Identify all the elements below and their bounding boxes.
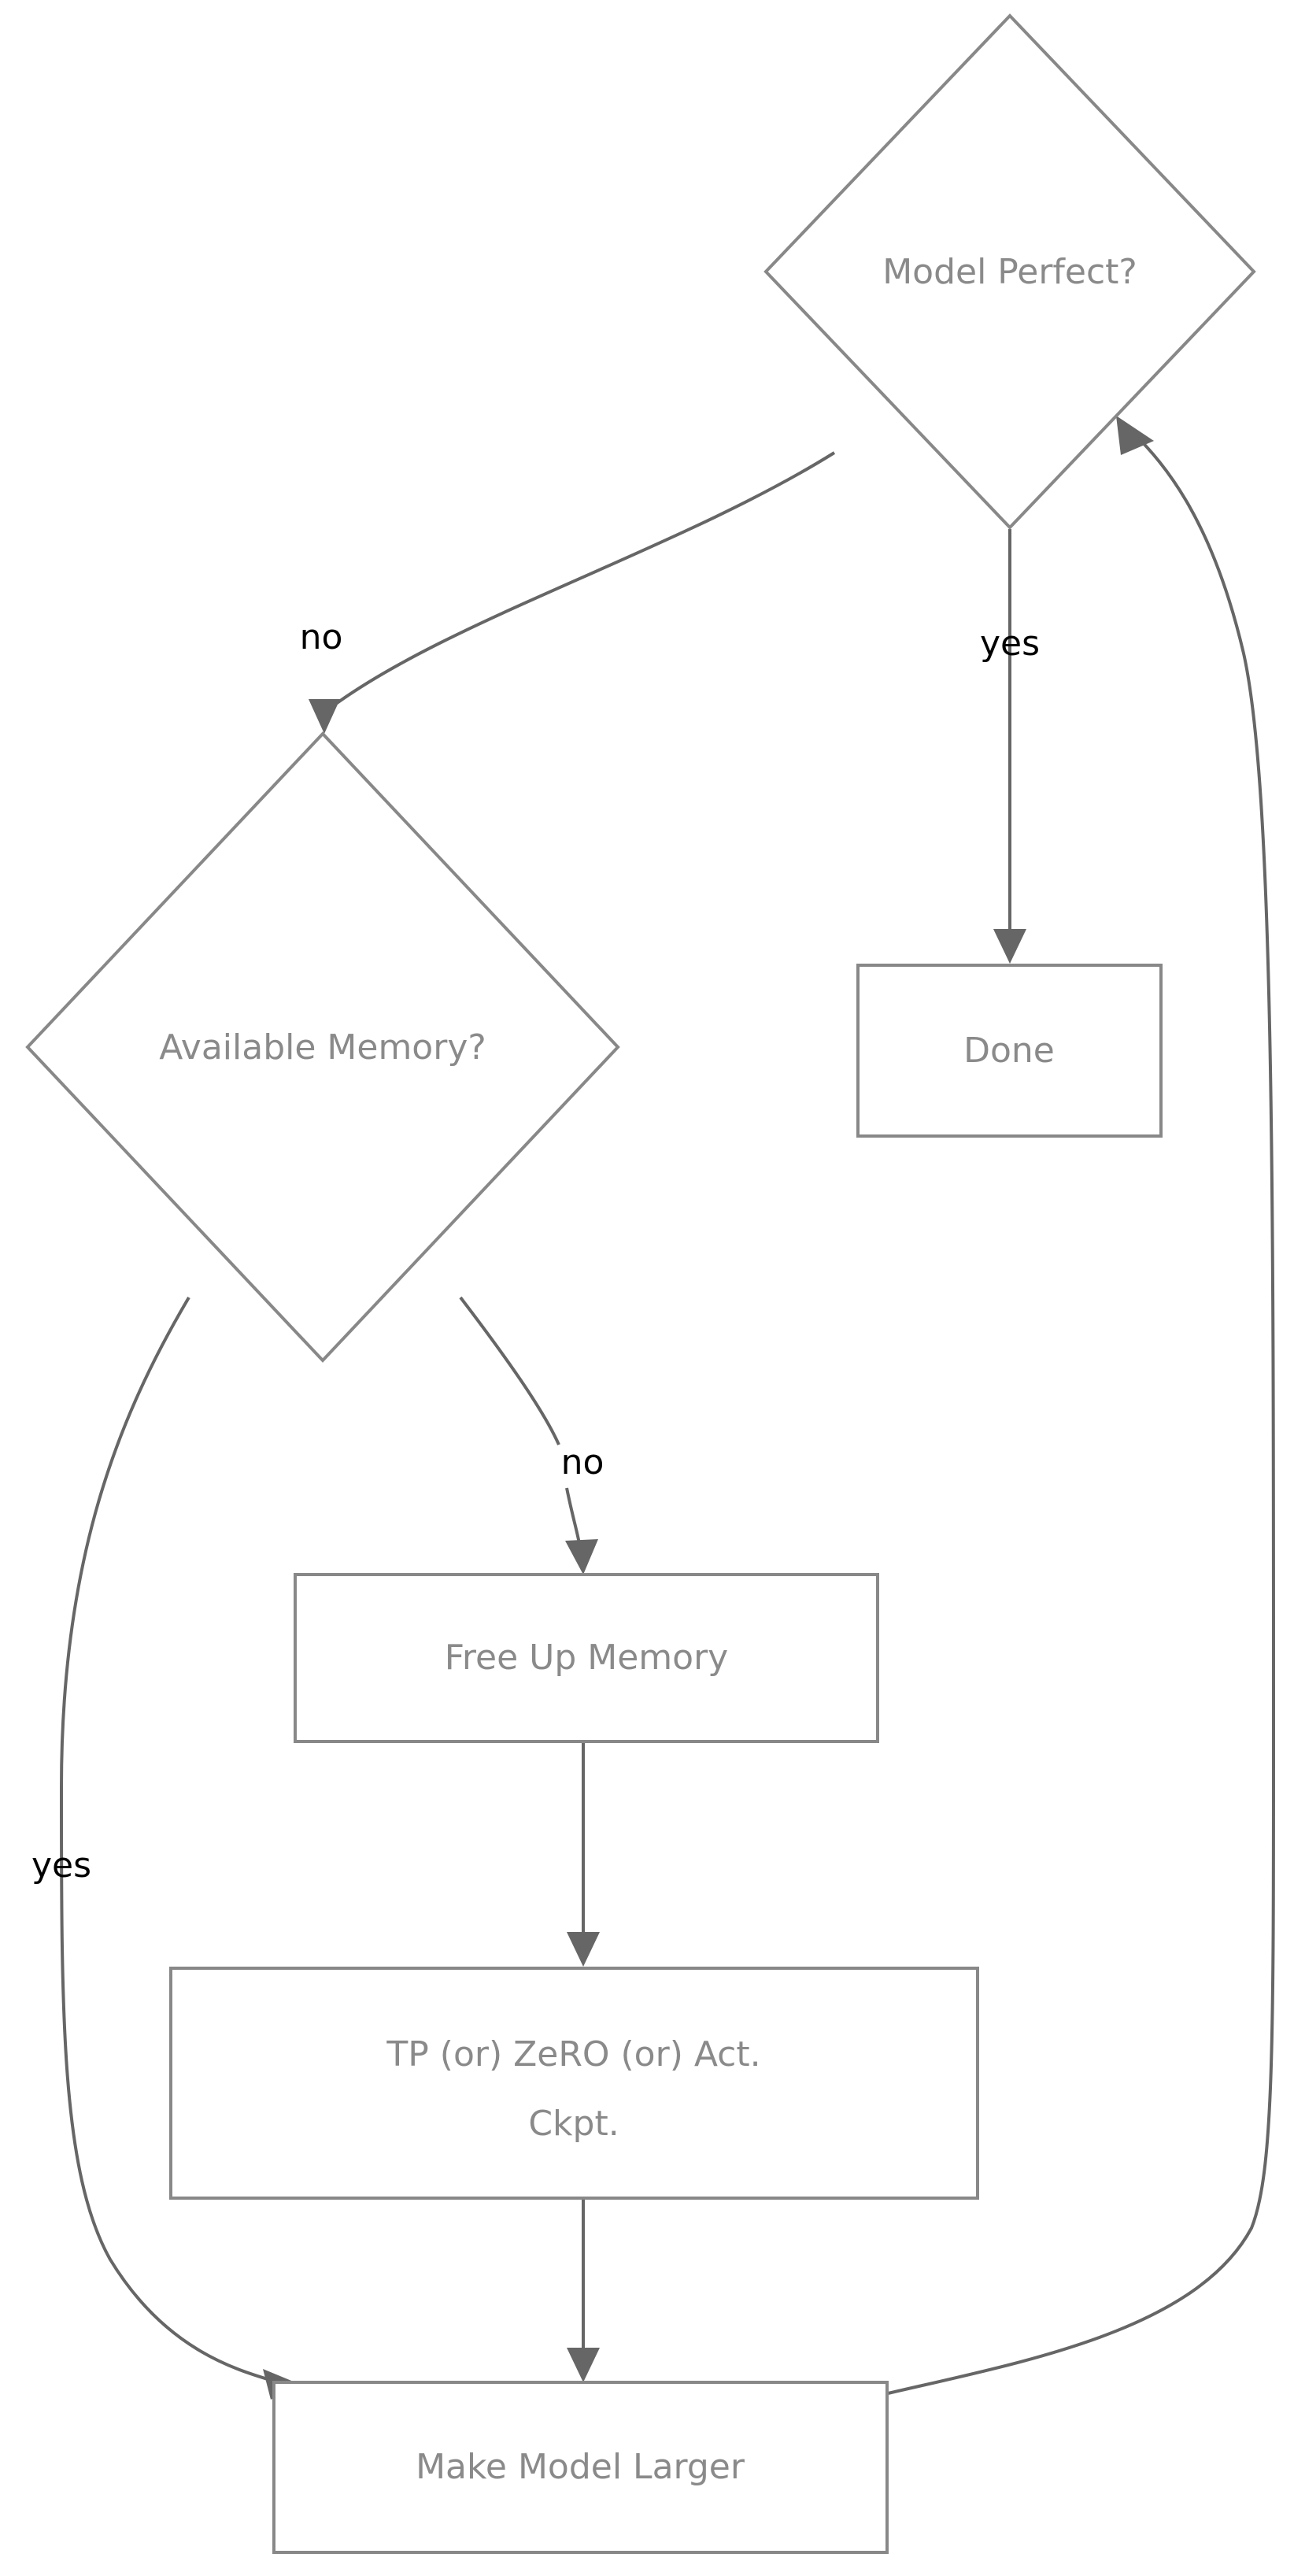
edge-available-memory-no bbox=[459, 1296, 598, 1575]
edge-available-memory-yes-line bbox=[59, 1296, 276, 2383]
edge-tp-to-larger-arrowhead bbox=[567, 2348, 600, 2382]
edge-model-perfect-no bbox=[309, 451, 836, 734]
edge-label-model-perfect-yes: yes bbox=[980, 624, 1040, 664]
edge-available-memory-no-line bbox=[459, 1296, 582, 1553]
available-memory-label: Available Memory? bbox=[159, 1027, 486, 1068]
tp-zero-act-box-shape[interactable] bbox=[169, 1967, 979, 2200]
tp-zero-act-label-line2: Ckpt. bbox=[528, 2104, 619, 2144]
make-model-larger-label: Make Model Larger bbox=[416, 2447, 745, 2487]
edge-larger-to-model-perfect-line bbox=[887, 431, 1275, 2395]
edge-available-memory-no-arrowhead bbox=[565, 1539, 598, 1575]
edge-label-available-memory-no: no bbox=[561, 1442, 604, 1482]
edge-tp-to-larger bbox=[567, 2198, 600, 2382]
edge-available-memory-yes bbox=[59, 1296, 299, 2400]
node-available-memory[interactable]: Available Memory? bbox=[25, 731, 620, 1363]
free-up-memory-label: Free Up Memory bbox=[445, 1638, 728, 1678]
available-memory-diamond-shape[interactable] bbox=[25, 731, 620, 1363]
edge-label-model-perfect-no: no bbox=[300, 617, 343, 657]
tp-zero-act-label-line1: TP (or) ZeRO (or) Act. bbox=[386, 2034, 760, 2074]
done-box-shape[interactable] bbox=[856, 964, 1163, 1138]
edge-free-to-tp bbox=[567, 1741, 600, 1967]
node-make-model-larger[interactable]: Make Model Larger bbox=[272, 2381, 889, 2554]
make-model-larger-box-shape[interactable] bbox=[272, 2381, 889, 2554]
model-perfect-label: Model Perfect? bbox=[882, 252, 1137, 292]
edge-larger-to-model-perfect bbox=[887, 416, 1275, 2395]
model-perfect-diamond-shape[interactable] bbox=[763, 13, 1256, 530]
edge-model-perfect-yes-arrowhead bbox=[993, 929, 1026, 964]
node-done[interactable]: Done bbox=[856, 964, 1163, 1138]
edge-model-perfect-yes bbox=[993, 529, 1026, 964]
done-label: Done bbox=[963, 1031, 1055, 1071]
edge-model-perfect-no-line bbox=[323, 451, 836, 714]
edge-free-to-tp-arrowhead bbox=[567, 1932, 600, 1967]
node-free-up-memory[interactable]: Free Up Memory bbox=[294, 1573, 879, 1743]
node-model-perfect[interactable]: Model Perfect? bbox=[763, 13, 1256, 530]
edge-larger-to-model-perfect-arrowhead bbox=[1116, 416, 1154, 455]
edge-model-perfect-no-arrowhead bbox=[309, 699, 340, 734]
free-up-memory-box-shape[interactable] bbox=[294, 1573, 879, 1743]
edge-label-available-memory-yes: yes bbox=[31, 1845, 91, 1886]
node-tp-zero-act[interactable]: TP (or) ZeRO (or) Act. Ckpt. bbox=[169, 1967, 979, 2200]
